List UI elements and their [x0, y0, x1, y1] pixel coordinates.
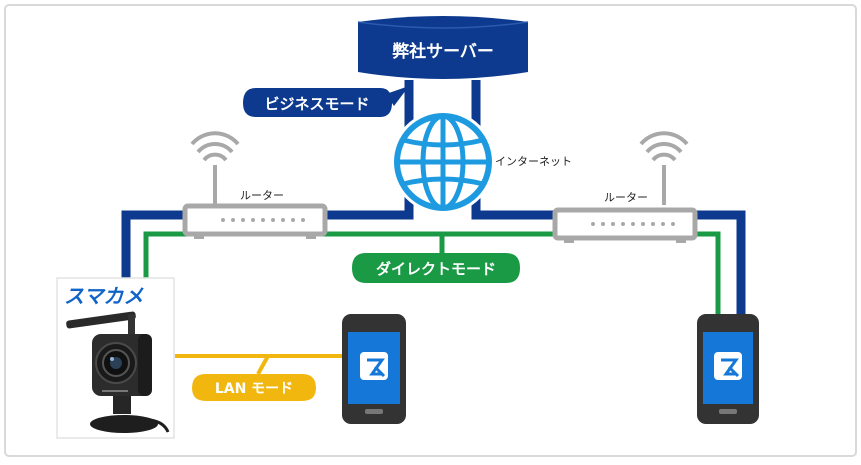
- lan-mode-badge: [192, 374, 316, 401]
- lan-mode-label: LAN モード: [215, 381, 293, 397]
- server-label: 弊社サーバー: [392, 41, 494, 62]
- direct-mode-label: ダイレクトモード: [376, 260, 496, 278]
- business-mode-label: ビジネスモード: [264, 95, 369, 113]
- app-icon: [714, 352, 742, 380]
- network-camera-icon: [66, 311, 170, 433]
- business-mode-badge: [243, 86, 409, 117]
- router-right-label: ルーター: [604, 191, 648, 204]
- direct-mode-badge: [352, 253, 520, 283]
- lan-mode-path: [175, 354, 344, 375]
- smartphone-local: [342, 314, 406, 424]
- router-right-icon: [552, 131, 698, 243]
- smartphone-remote: [697, 314, 759, 424]
- server-icon: [357, 16, 529, 79]
- direct-mode-path: [143, 231, 721, 320]
- internet-label: インターネット: [495, 155, 572, 168]
- app-icon: [360, 352, 388, 380]
- diagram-frame: [4, 4, 857, 457]
- router-left-icon: [182, 131, 328, 239]
- smacam-logo: スマカメ: [64, 284, 144, 308]
- router-left-label: ルーター: [240, 189, 284, 202]
- globe-icon: [391, 110, 495, 214]
